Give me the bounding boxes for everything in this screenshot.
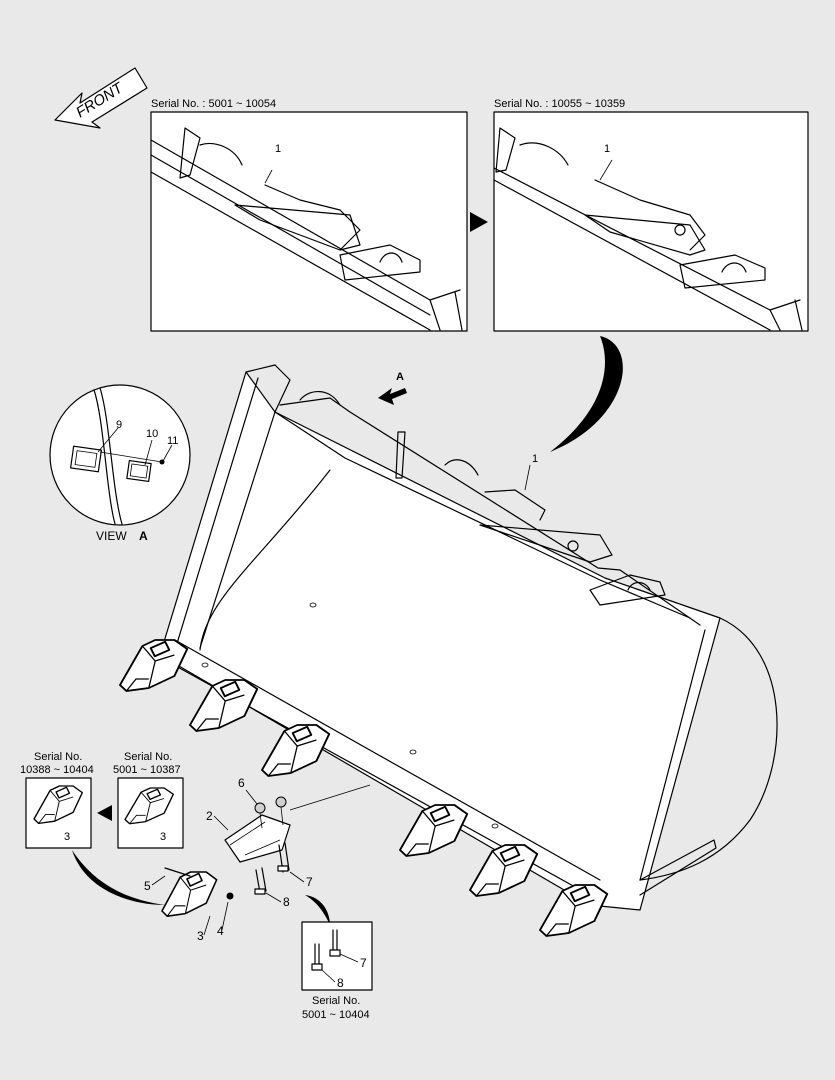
inset-left-part-label: 1 xyxy=(275,143,281,155)
tooth-box-new: Serial No. 5001 ~ 10387 3 xyxy=(113,751,184,849)
view-a-part-10: 10 xyxy=(146,428,158,440)
adapter-part-labels: 2 3 4 5 6 7 8 xyxy=(144,776,313,943)
bucket xyxy=(159,364,778,911)
inset-arrow-icon xyxy=(470,212,488,232)
adapter-part-7: 7 xyxy=(306,875,313,889)
inset-right-part-label: 1 xyxy=(604,143,610,155)
tooth-old-serial-line1: Serial No. xyxy=(34,751,82,763)
view-a-arrow: A xyxy=(378,371,407,405)
tooth-new-part-label: 3 xyxy=(160,831,166,843)
adapter-part-3: 3 xyxy=(197,929,204,943)
tooth-leader xyxy=(72,850,165,905)
view-a-caption-letter: A xyxy=(139,529,148,543)
tooth-old-part-label: 3 xyxy=(64,831,70,843)
adapter-part-2: 2 xyxy=(206,809,213,823)
inset-right-drawing xyxy=(493,127,803,331)
view-a-detail: 9 10 11 VIEW A xyxy=(49,384,191,543)
tooth-3 xyxy=(261,724,331,777)
tooth-new-serial-line1: Serial No. xyxy=(124,751,172,763)
view-a-part-9: 9 xyxy=(116,419,122,431)
tooth-1 xyxy=(119,639,189,692)
view-a-caption: VIEW xyxy=(96,529,127,543)
bolt-leader xyxy=(305,895,330,925)
adapter-leader xyxy=(289,784,371,811)
adapter-part-4: 4 xyxy=(217,924,224,938)
inset-left: Serial No. : 5001 ~ 10054 1 xyxy=(150,98,468,332)
bolt-serial-line2: 5001 ~ 10404 xyxy=(302,1009,370,1021)
adapter-part-6: 6 xyxy=(238,776,245,790)
bucket-part-label: 1 xyxy=(532,453,538,465)
tooth-old-serial-line2: 10388 ~ 10404 xyxy=(20,764,94,776)
tooth-exploded-icon xyxy=(161,871,218,917)
inset-right-serial: Serial No. : 10055 ~ 10359 xyxy=(494,98,625,110)
tooth-exploded xyxy=(161,867,234,917)
inset-left-serial: Serial No. : 5001 ~ 10054 xyxy=(151,98,276,110)
bolt-box: 7 8 Serial No. 5001 ~ 10404 xyxy=(301,921,373,1021)
adapter-exploded xyxy=(224,796,291,895)
front-arrow: FRONT xyxy=(54,67,148,129)
tooth-2 xyxy=(189,679,259,732)
view-a-arrow-label: A xyxy=(396,371,404,383)
tooth-6 xyxy=(539,884,609,937)
bolt-serial-line1: Serial No. xyxy=(312,995,360,1007)
view-a-part-11: 11 xyxy=(167,435,178,447)
inset-right: Serial No. : 10055 ~ 10359 1 xyxy=(493,98,809,332)
tooth-box-arrow-icon xyxy=(97,805,112,821)
tooth-new-serial-line2: 5001 ~ 10387 xyxy=(113,764,181,776)
inset-left-drawing xyxy=(150,127,463,331)
adapter-part-5: 5 xyxy=(144,879,151,893)
inset-right-leader xyxy=(550,336,623,452)
bolt-part-7: 7 xyxy=(360,956,367,970)
tooth-box-old: Serial No. 10388 ~ 10404 3 xyxy=(20,751,94,849)
tooth-4 xyxy=(399,804,469,857)
adapter-part-8: 8 xyxy=(283,895,290,909)
tooth-5 xyxy=(469,844,539,897)
bolt-part-8: 8 xyxy=(337,976,344,990)
